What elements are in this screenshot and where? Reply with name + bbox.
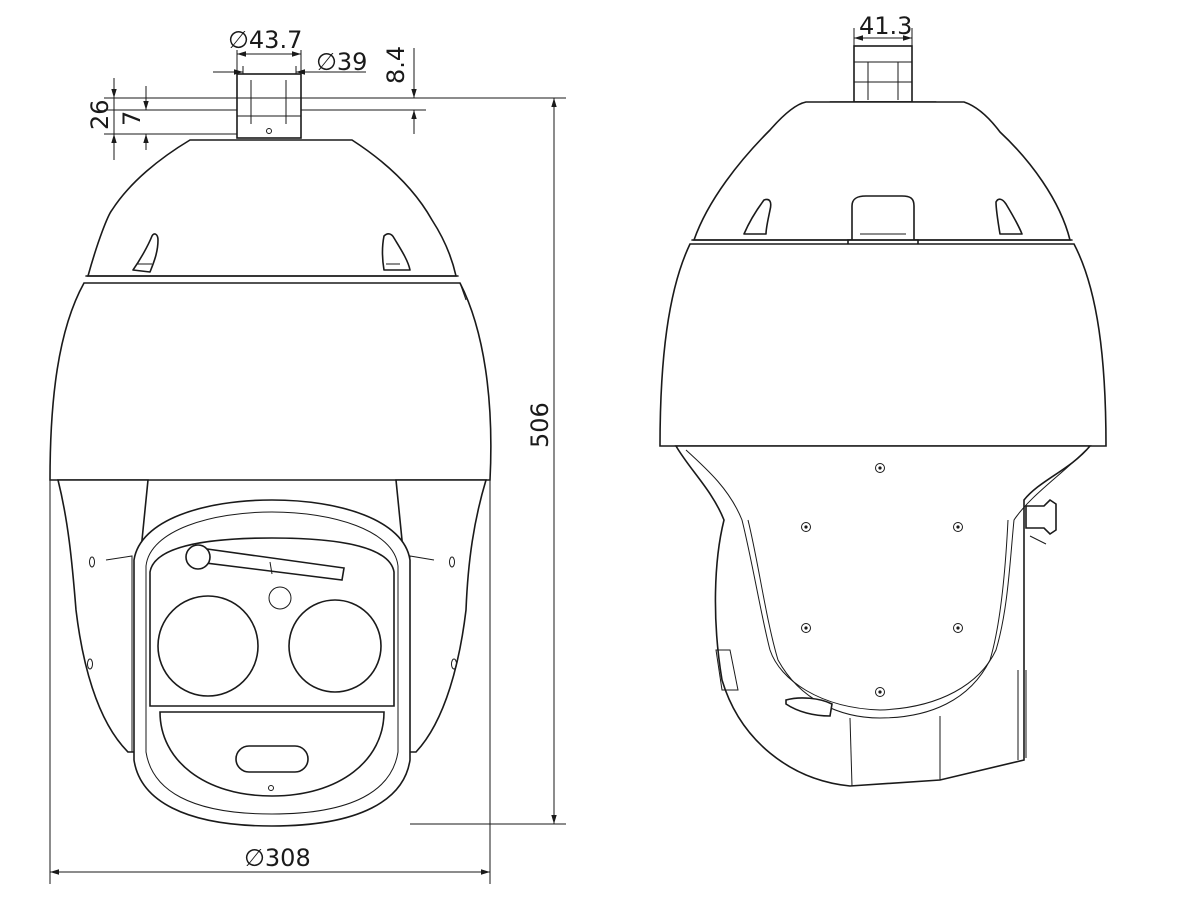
side-connector xyxy=(1025,498,1057,536)
side-main-housing xyxy=(659,243,1107,447)
side-upper-dome xyxy=(692,101,1072,241)
optical-lens xyxy=(288,599,382,693)
front-view xyxy=(49,73,492,827)
front-dimensions: ∅43.7 ∅39 8.4 26 7 506 ∅308 xyxy=(49,26,566,884)
side-dimensions: 41.3 xyxy=(853,12,913,46)
dim-mount-height: 26 xyxy=(86,99,114,130)
dim-collar-height: 7 xyxy=(118,111,146,126)
dim-flange-thickness: 8.4 xyxy=(382,46,410,84)
front-yoke-left xyxy=(56,479,149,753)
dim-side-mount-width: 41.3 xyxy=(859,12,912,40)
dim-mount-inner-diameter: ∅39 xyxy=(316,48,367,76)
front-mount-pipe xyxy=(236,73,302,139)
side-top-clip xyxy=(851,195,915,247)
front-upper-dome xyxy=(86,139,457,277)
front-yoke-right xyxy=(395,479,488,753)
dim-mount-outer-diameter: ∅43.7 xyxy=(228,26,302,54)
side-yoke xyxy=(674,445,1092,787)
front-main-housing xyxy=(49,282,492,481)
side-mount-pipe xyxy=(853,45,913,103)
side-view xyxy=(659,45,1107,787)
dim-body-diameter: ∅308 xyxy=(244,844,311,872)
dim-total-height: 506 xyxy=(526,402,554,448)
light-window xyxy=(235,745,309,773)
thermal-lens xyxy=(157,595,259,697)
